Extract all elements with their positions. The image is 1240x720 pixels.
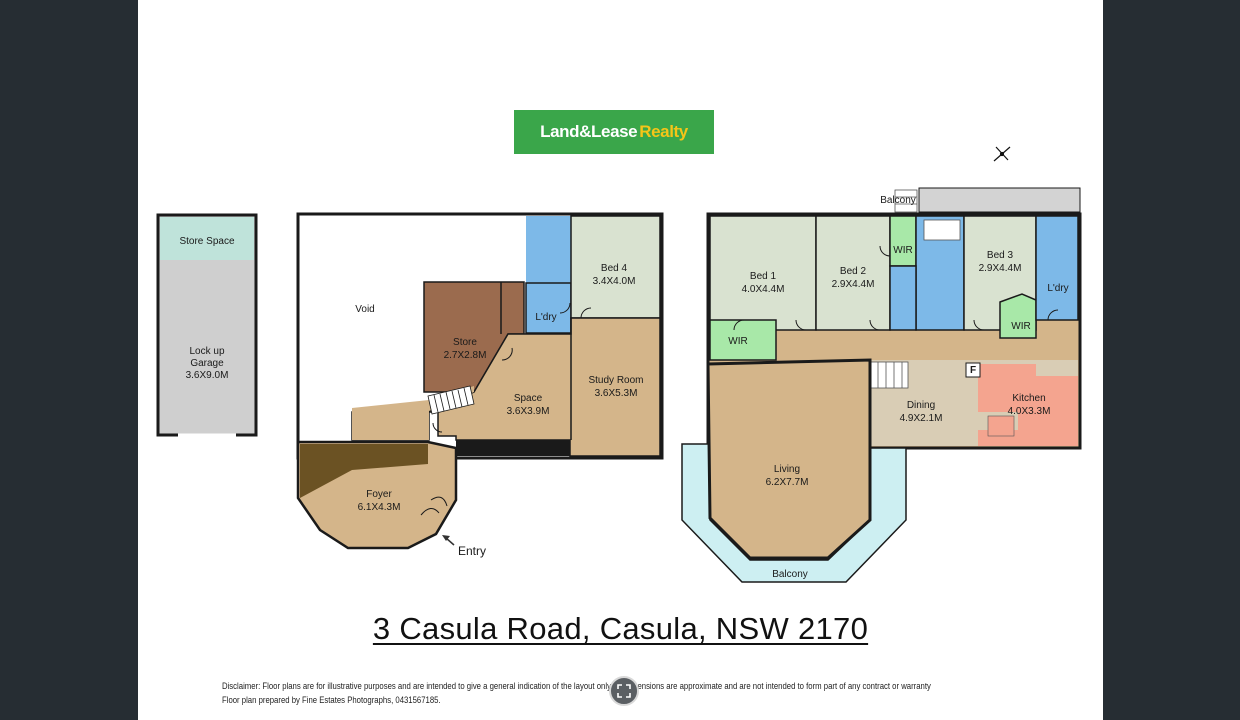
living-size: 6.2X7.7M: [766, 477, 809, 488]
upper-laundry-label: L'dry: [1047, 283, 1068, 294]
logo-accent-text: Realty: [639, 122, 688, 141]
bottom-balcony-label: Balcony: [772, 569, 808, 580]
kitchen-label: Kitchen: [1012, 393, 1045, 404]
store-label: Store: [453, 337, 477, 348]
address-text: 3 Casula Road, Casula, NSW 2170: [372, 611, 869, 646]
study-size: 3.6X5.3M: [595, 388, 638, 399]
bed3-size: 2.9X4.4M: [979, 263, 1022, 274]
garage-size: 3.6X9.0M: [186, 370, 229, 381]
kitchen-size: 4.0X3.3M: [1008, 406, 1051, 417]
dining-label: Dining: [907, 400, 935, 411]
disclaimer-line2: Floor plan prepared by Fine Estates Phot…: [222, 695, 441, 705]
compass-icon: [993, 146, 1011, 162]
living-label: Living: [774, 464, 800, 475]
expand-icon: [617, 684, 631, 698]
garage-label-line2: Garage: [190, 358, 224, 369]
bed1-label: Bed 1: [750, 271, 777, 282]
ground-laundry-label: L'dry: [535, 312, 556, 323]
foyer-size: 6.1X4.3M: [358, 502, 401, 513]
bed4-label: Bed 4: [601, 263, 628, 274]
garage-label-line1: Lock up: [189, 346, 224, 357]
property-address: 3 Casula Road, Casula, NSW 2170: [138, 611, 1103, 647]
wir-bed3-label: WIR: [1011, 321, 1030, 332]
garage-block: [156, 213, 258, 437]
bed4-size: 3.4X4.0M: [593, 276, 636, 287]
upper-floor: [681, 187, 1082, 583]
void-label: Void: [355, 304, 374, 315]
bed2-size: 2.9X4.4M: [832, 279, 875, 290]
bed2-label: Bed 2: [840, 266, 867, 277]
disclaimer: Disclaimer: Floor plans are for illustra…: [222, 679, 931, 707]
top-balcony-label: Balcony: [880, 195, 916, 206]
store-size: 2.7X2.8M: [444, 350, 487, 361]
fridge-label: F: [970, 365, 976, 376]
study-label: Study Room: [588, 375, 643, 386]
entry-label: Entry: [458, 544, 486, 558]
bed3-label: Bed 3: [987, 250, 1014, 261]
store-space-label: Store Space: [179, 236, 234, 247]
logo-text: Land&Lease: [540, 122, 638, 141]
disclaimer-line1: Disclaimer: Floor plans are for illustra…: [222, 681, 931, 691]
entry-arrow-icon: [442, 535, 455, 546]
wir-bed1-label: WIR: [728, 336, 747, 347]
bed1-size: 4.0X4.4M: [742, 284, 785, 295]
dining-size: 4.9X2.1M: [900, 413, 943, 424]
zoom-toggle-button[interactable]: [609, 676, 639, 706]
wir-bed2-label: WIR: [893, 245, 912, 256]
floor-plan-drawing: Store Space Lock up Garage 3.6X9.0M: [156, 146, 1082, 583]
space-label: Space: [514, 393, 543, 404]
ground-floor: [296, 212, 664, 550]
foyer-label: Foyer: [366, 489, 392, 500]
space-size: 3.6X3.9M: [507, 406, 550, 417]
